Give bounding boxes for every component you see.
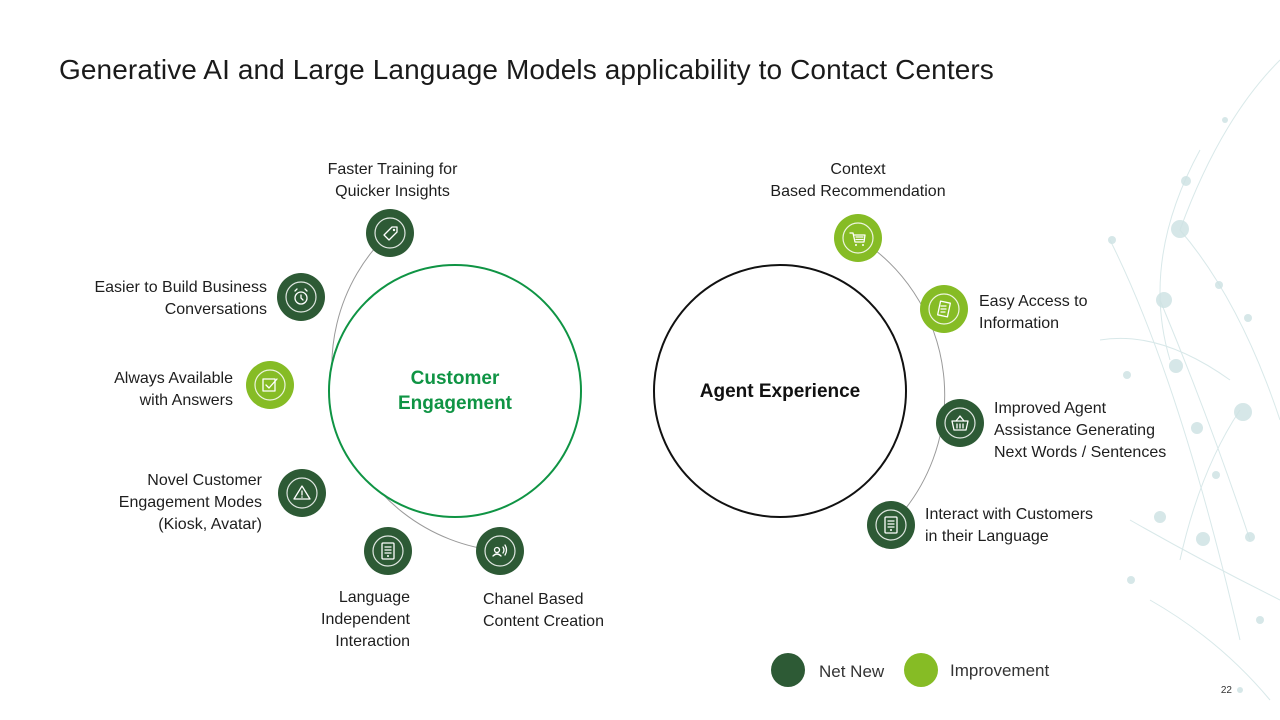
customer-item-label: Faster Training for Quicker Insights bbox=[327, 161, 458, 200]
agent-item-label: Easy Access to Information bbox=[979, 293, 1088, 332]
agent-experience-label: Agent Experience bbox=[699, 381, 861, 402]
notes-icon bbox=[937, 300, 951, 318]
voice-user-icon bbox=[492, 544, 508, 557]
net-new-marker bbox=[476, 527, 524, 575]
basket-icon bbox=[951, 415, 969, 431]
legend-net-new-dot bbox=[771, 653, 805, 687]
customer-node bbox=[366, 209, 414, 257]
customer-node bbox=[476, 527, 524, 575]
document-icon bbox=[381, 542, 395, 560]
cart-icon bbox=[849, 232, 866, 246]
customer-engagement-label: Customer Engagement bbox=[397, 368, 513, 414]
legend-net-new-label: Net New bbox=[819, 662, 885, 681]
customer-node bbox=[278, 469, 326, 517]
agent-outer-ring bbox=[857, 237, 946, 526]
improvement-marker bbox=[834, 214, 882, 262]
customer-engagement-circle bbox=[328, 264, 582, 518]
agent-node bbox=[936, 399, 984, 447]
agent-node bbox=[920, 285, 968, 333]
legend-improvement-dot bbox=[904, 653, 938, 687]
legend-improvement-label: Improvement bbox=[950, 661, 1050, 680]
net-new-marker bbox=[867, 501, 915, 549]
warning-icon bbox=[293, 485, 311, 500]
customer-item-label: Easier to Build Business Conversations bbox=[94, 279, 267, 318]
checkbox-icon bbox=[262, 378, 278, 392]
net-new-marker bbox=[936, 399, 984, 447]
customer-node bbox=[277, 273, 325, 321]
customer-item-label: Chanel Based Content Creation bbox=[483, 591, 604, 630]
net-new-marker bbox=[364, 527, 412, 575]
net-new-marker bbox=[366, 209, 414, 257]
improvement-marker bbox=[246, 361, 294, 409]
agent-item-label: Interact with Customers in their Languag… bbox=[925, 506, 1094, 545]
tag-icon bbox=[383, 226, 398, 241]
customer-node bbox=[364, 527, 412, 575]
agent-experience-circle bbox=[653, 264, 907, 518]
agent-item-label: Improved Agent Assistance Generating Nex… bbox=[994, 400, 1167, 461]
page-number: 22 bbox=[1220, 685, 1232, 696]
page-title: Generative AI and Large Language Models … bbox=[59, 54, 994, 85]
agent-item-label: Context Based Recommendation bbox=[770, 161, 946, 200]
customer-item-label: Language Independent Interaction bbox=[321, 589, 410, 650]
document-icon bbox=[884, 516, 898, 534]
agent-node bbox=[834, 214, 882, 262]
customer-item-label: Always Available with Answers bbox=[114, 370, 233, 409]
agent-node bbox=[867, 501, 915, 549]
alarm-clock-icon bbox=[294, 288, 308, 305]
customer-node bbox=[246, 361, 294, 409]
customer-item-label: Novel Customer Engagement Modes (Kiosk, … bbox=[118, 472, 262, 533]
